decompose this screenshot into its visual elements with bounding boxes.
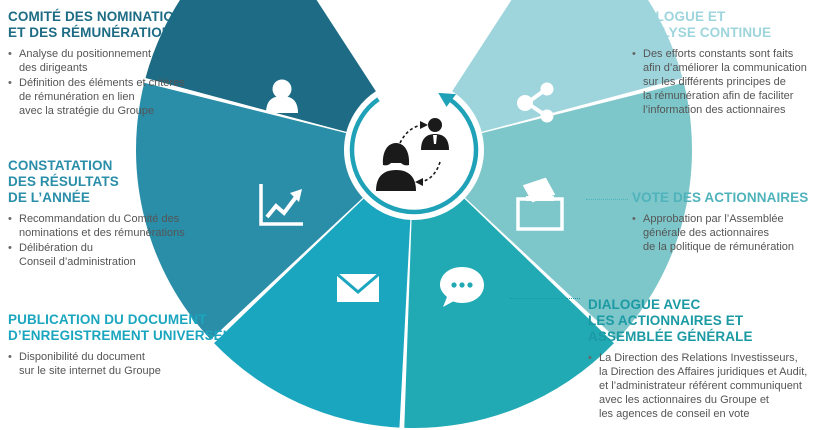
bullet-line: Des efforts constants sont faits (643, 48, 794, 60)
bullet-line: les agences de conseil en vote (599, 408, 750, 420)
bullet-line: Analyse du positionnement (19, 48, 152, 60)
title-line: LES ACTIONNAIRES ET (588, 313, 744, 328)
bullet-line: de la politique de rémunération (643, 241, 795, 253)
vote-dotted-connector (586, 199, 628, 200)
bullet-line: sur le site internet du Groupe (19, 365, 161, 377)
bullet-line: afin d’améliorer la communication (643, 62, 807, 74)
bullet-item: Délibération du Conseil d’administration (8, 241, 218, 269)
block-dialogue-continuous: DIALOGUE ET ANALYSE CONTINUE Des efforts… (632, 9, 827, 118)
title-line: ANALYSE CONTINUE (632, 25, 772, 40)
bullet-line: la rémunération afin de faciliter (643, 90, 794, 102)
publication-bullets: Disponibilité du document sur le site in… (8, 350, 258, 378)
bullet-item: Définition des éléments et critères de r… (8, 76, 218, 118)
title-line: PUBLICATION DU DOCUMENT (8, 312, 207, 327)
bullet-line: Définition des éléments et critères (19, 77, 185, 89)
committee-dotted-connector (206, 38, 262, 39)
title-line: D’ENREGISTREMENT UNIVERSEL (8, 328, 232, 343)
bullet-item: Des efforts constants sont faits afin d’… (632, 47, 827, 117)
dialogue-shareholders-title: DIALOGUE AVEC LES ACTIONNAIRES ET ASSEMB… (588, 297, 828, 345)
committee-bullets: Analyse du positionnement des dirigeants… (8, 47, 218, 118)
exchange-people-icon (376, 118, 449, 191)
block-vote: VOTE DES ACTIONNAIRES Approbation par l’… (632, 190, 827, 255)
bullet-line: l’information des actionnaires (643, 104, 786, 116)
bullet-line: avec la stratégie du Groupe (19, 105, 155, 117)
title-line: CONSTATATION (8, 158, 113, 173)
segment-icons (259, 79, 564, 307)
publication-dotted-connector (254, 342, 330, 343)
envelope-icon (336, 272, 380, 302)
title-line: VOTE DES ACTIONNAIRES (632, 190, 809, 205)
bullet-item: Approbation par l’Assemblée générale des… (632, 212, 827, 254)
block-publication: PUBLICATION DU DOCUMENT D’ENREGISTREMENT… (8, 312, 258, 379)
bullet-line: avec les actionnaires du Groupe et (599, 394, 769, 406)
person-icon (266, 79, 298, 113)
vote-title: VOTE DES ACTIONNAIRES (632, 190, 827, 206)
title-line: DIALOGUE ET (632, 9, 726, 24)
block-dialogue-shareholders: DIALOGUE AVEC LES ACTIONNAIRES ET ASSEMB… (588, 297, 828, 422)
segment-dialogue-shareholders (404, 198, 614, 428)
results-bullets: Recommandation du Comité des nominations… (8, 212, 218, 269)
dialogue-continuous-dotted-connector (572, 38, 628, 39)
growth-chart-icon (259, 184, 303, 226)
bullet-line: Disponibilité du document (19, 351, 145, 363)
bullet-line: Approbation par l’Assemblée (643, 213, 784, 225)
bullet-item: La Direction des Relations Investisseurs… (588, 351, 828, 421)
share-icon (517, 82, 554, 123)
bullet-item: Recommandation du Comité des nominations… (8, 212, 218, 240)
dialogue-shareholders-dotted-connector (510, 298, 580, 299)
vote-bullets: Approbation par l’Assemblée générale des… (632, 212, 827, 254)
bullet-line: générale des actionnaires (643, 227, 769, 239)
dialogue-continuous-bullets: Des efforts constants sont faits afin d’… (632, 47, 827, 117)
bullet-line: la Direction des Affaires juridiques et … (599, 366, 808, 378)
bullet-line: de rémunération en lien (19, 91, 135, 103)
bullet-line: Conseil d’administration (19, 256, 136, 268)
title-line: DE L’ANNÉE (8, 190, 91, 205)
bullet-item: Disponibilité du document sur le site in… (8, 350, 258, 378)
ballot-box-icon (516, 176, 564, 231)
bullet-line: sur les différents principes de (643, 76, 786, 88)
segment-results (135, 82, 363, 340)
dialogue-shareholders-bullets: La Direction des Relations Investisseurs… (588, 351, 828, 421)
bullet-line: nominations et des rémunérations (19, 227, 185, 239)
wheel-segments (135, 0, 692, 428)
committee-title: COMITÉ DES NOMINATIONS ET DES RÉMUNÉRATI… (8, 9, 218, 41)
bullet-line: et l’administrateur référent communiquen… (599, 380, 802, 392)
bullet-line: Délibération du (19, 242, 93, 254)
bullet-line: Recommandation du Comité des (19, 213, 180, 225)
results-dotted-connector (152, 200, 210, 201)
title-line: DES RÉSULTATS (8, 174, 119, 189)
title-line: ASSEMBLÉE GÉNÉRALE (588, 329, 753, 344)
bullet-item: Analyse du positionnement des dirigeants (8, 47, 218, 75)
results-title: CONSTATATION DES RÉSULTATS DE L’ANNÉE (8, 158, 218, 206)
segment-dialogue-continuous (452, 0, 683, 132)
block-remuneration-committee: COMITÉ DES NOMINATIONS ET DES RÉMUNÉRATI… (8, 9, 218, 119)
title-line: DIALOGUE AVEC (588, 297, 701, 312)
segment-vote (465, 82, 692, 340)
block-results: CONSTATATION DES RÉSULTATS DE L’ANNÉE Re… (8, 158, 218, 270)
bullet-line: des dirigeants (19, 62, 88, 74)
segment-committee (145, 0, 376, 132)
bullet-line: La Direction des Relations Investisseurs… (599, 352, 798, 364)
dialogue-continuous-title: DIALOGUE ET ANALYSE CONTINUE (632, 9, 827, 41)
ring-arrowhead (438, 92, 457, 107)
segment-publication (214, 198, 411, 428)
title-line: ET DES RÉMUNÉRATIONS (8, 25, 181, 40)
chat-bubble-icon (440, 267, 484, 307)
title-line: COMITÉ DES NOMINATIONS (8, 9, 193, 24)
publication-title: PUBLICATION DU DOCUMENT D’ENREGISTREMENT… (8, 312, 258, 344)
center-cycle-ring (349, 92, 479, 215)
